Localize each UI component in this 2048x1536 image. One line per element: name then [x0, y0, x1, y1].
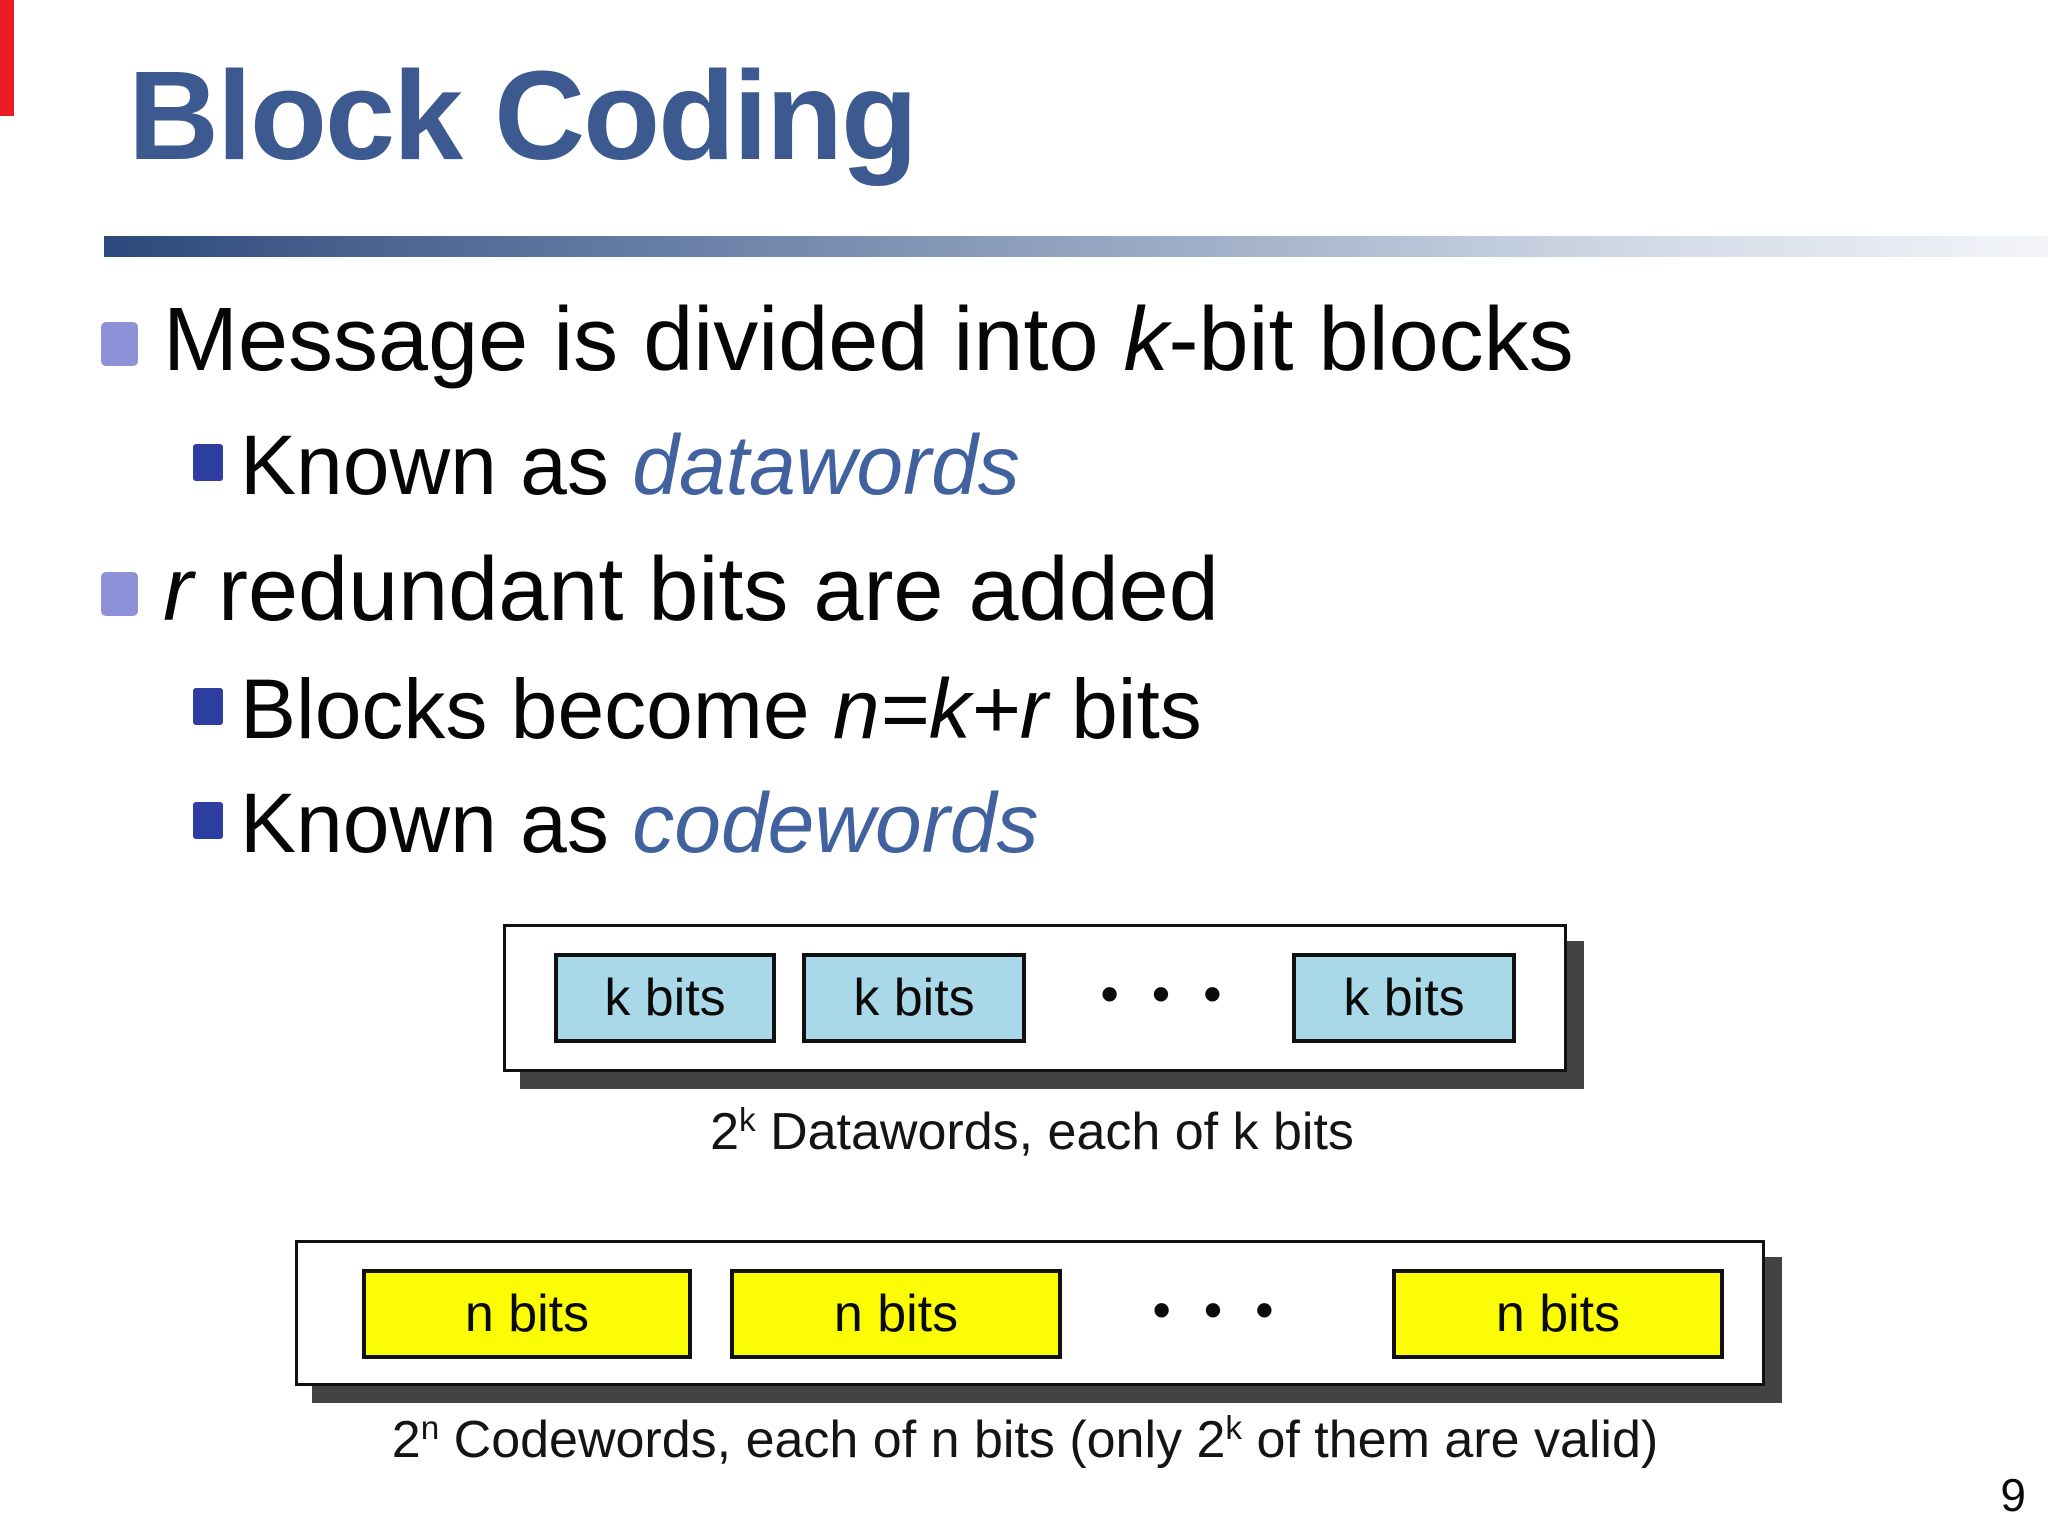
red-corner-marker	[0, 0, 14, 116]
codeword-block: n bits	[362, 1269, 692, 1359]
dataword-block: k bits	[1292, 953, 1516, 1043]
caption-superscript: k	[739, 1101, 756, 1139]
bullet-text: Known as	[240, 418, 633, 512]
term-datawords: datawords	[632, 418, 1020, 512]
bullet-text: redundant bits are added	[192, 540, 1219, 640]
bullet-item-2: r redundant bits are added	[163, 538, 1219, 642]
bullet-square-main	[101, 322, 138, 366]
datawords-caption: 2k Datawords, each of k bits	[503, 1100, 1561, 1171]
bullet-square-main	[101, 572, 138, 616]
bullet-text-italic: k	[1123, 290, 1169, 390]
codeword-block: n bits	[730, 1269, 1062, 1359]
caption-text: 2	[391, 1411, 421, 1469]
bullet-item-2-sub-1: Blocks become n=k+r bits	[240, 660, 1202, 758]
bullet-text: Message is divided into	[163, 290, 1124, 390]
bullet-item-1-sub-1: Known as datawords	[240, 416, 1020, 514]
datawords-figure: k bits k bits • • • k bits	[503, 924, 1567, 1072]
ellipsis-dots: • • •	[1100, 966, 1232, 1022]
bullet-text: -bit blocks	[1168, 290, 1574, 390]
bullet-item-1: Message is divided into k-bit blocks	[163, 288, 1574, 392]
title-divider	[104, 236, 2048, 257]
term-codewords: codewords	[632, 776, 1039, 870]
dataword-block: k bits	[802, 953, 1026, 1043]
bullet-item-2-sub-2: Known as codewords	[240, 774, 1038, 872]
bullet-square-sub	[193, 444, 223, 481]
caption-superscript: k	[1225, 1409, 1243, 1447]
ellipsis-dots: • • •	[1152, 1282, 1284, 1338]
page-number: 9	[2000, 1469, 2026, 1521]
bullet-text: bits	[1047, 662, 1202, 756]
caption-text: 2	[710, 1103, 739, 1161]
bullet-text-italic: r	[163, 540, 193, 640]
bullet-text: Known as	[240, 776, 633, 870]
bullet-square-sub	[193, 802, 223, 839]
caption-superscript: n	[420, 1409, 440, 1447]
bullet-text-italic: n=k+r	[832, 662, 1048, 756]
caption-text: Codewords, each of n bits (only 2	[439, 1411, 1226, 1469]
caption-text: Datawords, each of k bits	[755, 1103, 1354, 1161]
bullet-square-sub	[193, 688, 223, 725]
codewords-figure: n bits n bits • • • n bits	[295, 1240, 1765, 1386]
codeword-block: n bits	[1392, 1269, 1724, 1359]
caption-text: of them are valid)	[1242, 1411, 1659, 1469]
page-title: Block Coding	[128, 45, 918, 186]
dataword-block: k bits	[554, 953, 776, 1043]
codewords-caption: 2n Codewords, each of n bits (only 2k of…	[240, 1408, 1810, 1479]
bullet-text: Blocks become	[240, 662, 833, 756]
